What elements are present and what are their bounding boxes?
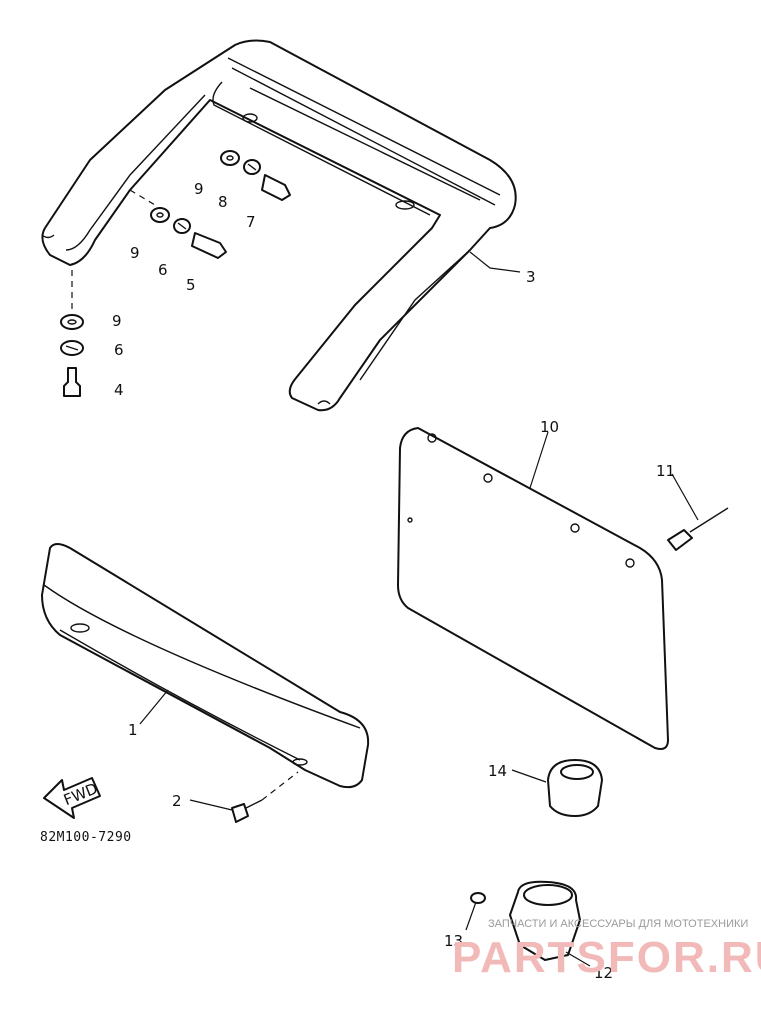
- callout-11: 11: [656, 462, 675, 480]
- leader-11: [671, 473, 699, 521]
- callout-12: 12: [594, 964, 613, 982]
- callout-9: 9: [194, 180, 204, 198]
- callout-9-3: 9: [112, 312, 122, 330]
- hardware-left-stack: [60, 314, 84, 397]
- diagram-code: 82M100-7290: [40, 830, 132, 845]
- callout-7: 7: [246, 213, 256, 231]
- callout-9-2: 9: [130, 244, 140, 262]
- mud-flap-part-10: [397, 427, 669, 750]
- callout-14: 14: [488, 762, 507, 780]
- leader-2: [189, 799, 233, 811]
- leader-14: [511, 769, 547, 783]
- fwd-arrow-icon: FWD: [43, 777, 101, 819]
- rivet-part-11: [667, 507, 729, 551]
- screw-part-2: [231, 771, 299, 823]
- cap-part-14: [547, 759, 603, 817]
- leader-13: [465, 901, 477, 931]
- callout-13: 13: [444, 932, 463, 950]
- rail-part-1: [41, 543, 370, 789]
- leader-3: [469, 251, 521, 273]
- leader-10: [529, 431, 549, 489]
- grab-rail-part-3: [41, 39, 517, 412]
- leader-1: [139, 689, 169, 725]
- callout-10: 10: [540, 418, 559, 436]
- grommet-part-12: [470, 880, 581, 961]
- callout-8: 8: [218, 193, 228, 211]
- watermark-brand: PARTSFOR.RU: [452, 933, 761, 982]
- callout-3: 3: [526, 268, 536, 286]
- callout-5: 5: [186, 276, 196, 294]
- callout-4: 4: [114, 381, 124, 399]
- callout-6-2: 6: [114, 341, 124, 359]
- callout-1: 1: [128, 721, 138, 739]
- watermark-caption: ЗАПЧАСТИ И АКСЕССУАРЫ ДЛЯ МОТОТЕХНИКИ: [488, 918, 748, 930]
- leader-12: [565, 951, 591, 967]
- callout-6: 6: [158, 261, 168, 279]
- callout-2: 2: [172, 792, 182, 810]
- hardware-upper: [71, 150, 291, 310]
